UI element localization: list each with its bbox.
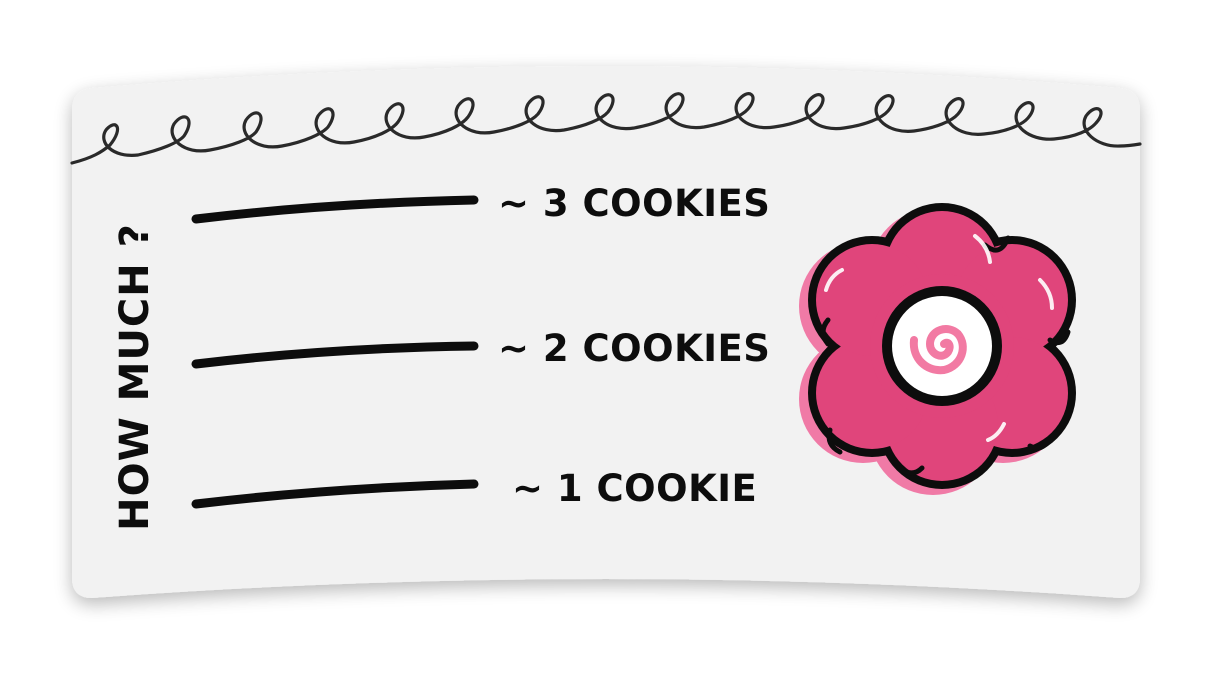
loop-doodle-border [70, 92, 1142, 165]
answer-line-2 [191, 341, 479, 369]
answer-line-3 [191, 195, 479, 224]
how-much-title: HOW MUCH ? [112, 223, 158, 531]
card-background [72, 66, 1140, 598]
option-label-2-cookies: ~ 2 COOKIES [498, 327, 771, 370]
answer-line-1 [191, 479, 479, 509]
option-label-1-cookie: ~ 1 COOKIE [512, 467, 758, 510]
swirl-icon [909, 325, 967, 375]
option-label-3-cookies: ~ 3 COOKIES [498, 182, 771, 225]
pink-flower-icon [799, 203, 1076, 495]
